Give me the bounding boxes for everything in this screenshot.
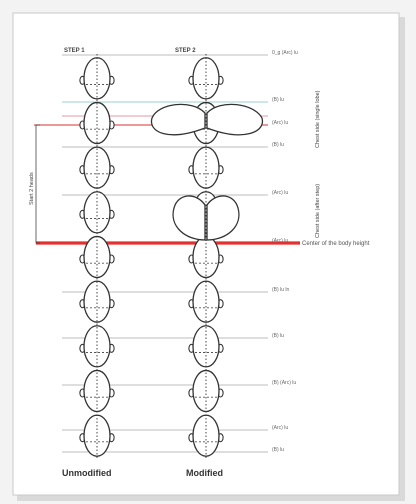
head-outline [192,280,220,323]
lobe-lower-left [172,195,206,241]
center-label: Center of the body height [302,241,370,247]
head-outline [83,280,111,323]
row-label: (Arc) lu [272,238,288,244]
step-label-right: STEP 2 [175,48,196,54]
row-label: (B) lu ln [272,287,289,293]
row-label: (B) lu [272,142,284,148]
side-note-top: Chest side (single lobe) [315,90,321,148]
row-label: (Arc) lu [272,190,288,196]
head-stack-unmodified [79,54,115,460]
row-label: (B) lu [272,333,284,339]
row-label: (B) lu [272,447,284,453]
step-label-left: STEP 1 [64,48,85,54]
upper-lobes [150,103,264,136]
row-label: (B) (Arc) lu [272,380,296,386]
lobe-upper-left [150,103,206,136]
side-note-bottom: Chest side (after step) [315,184,321,238]
lower-lobes [172,195,240,241]
row-label: (Arc) lu [272,120,288,126]
side-note-left: Start 2 heads [29,172,35,205]
column-title-unmodified: Unmodified [62,468,112,478]
row-label: (Arc) lu [272,425,288,431]
dimension-bracket [35,124,40,244]
row-label: 0_g (Arc) lu [272,50,298,56]
row-label: (B) lu [272,97,284,103]
column-title-modified: Modified [186,468,223,478]
lobe-upper-right [206,103,264,136]
row-labels: 0_g (Arc) lu (B) lu (Arc) lu (B) lu (Arc… [272,50,298,453]
head-outline [83,101,111,145]
lobe-lower-right [206,195,240,241]
